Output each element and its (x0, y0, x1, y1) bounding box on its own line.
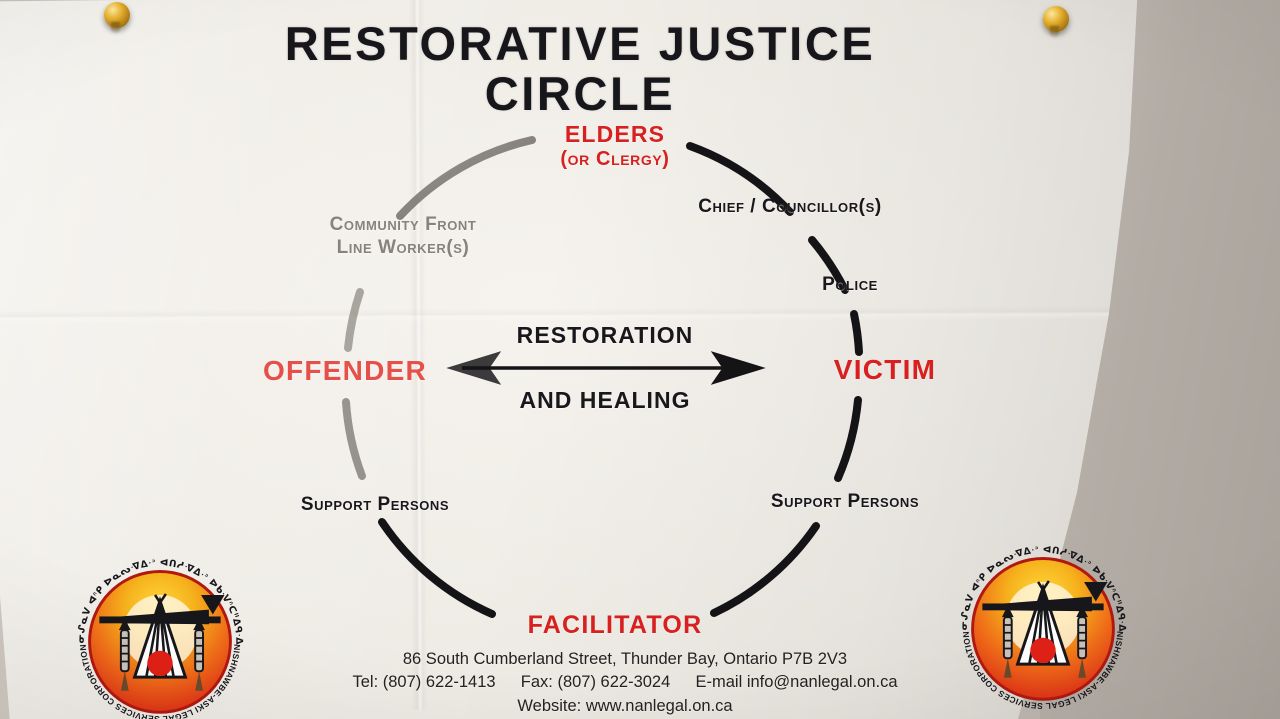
circle-label-facilitator: FACILITATOR (527, 611, 703, 639)
logo-scales-beam (99, 594, 225, 625)
circle-label-elders: ELDERS (or Clergy) (470, 121, 760, 170)
logo-feather-left (118, 618, 131, 691)
circle-label-chief-councillor: Chief / Councillor(s) (698, 196, 882, 217)
contact-info-block: 86 South Cumberland Street, Thunder Bay,… (230, 648, 1020, 718)
community-label-line-2: Line Worker(s) (336, 236, 470, 258)
logo-scales-beam (982, 581, 1108, 612)
contact-email: E-mail info@nanlegal.on.ca (695, 673, 898, 692)
elders-label-text: ELDERS (564, 121, 666, 147)
page-title-line-1: RESTORATIVE JUSTICE (284, 17, 876, 70)
center-label-restoration: RESTORATION (516, 322, 694, 348)
thumbtack-pin-top-left (104, 2, 130, 28)
circle-label-support-persons-left: Support Persons (300, 494, 450, 515)
contact-website: Website: www.nanlegal.on.ca (517, 696, 733, 715)
center-label-and-healing: AND HEALING (519, 387, 691, 413)
logo-feather-right (193, 618, 205, 691)
logo-red-sun (1030, 637, 1056, 664)
logo-pipe-bowl (201, 594, 225, 615)
logo-nan-legal-right: ᐊᓂᔑᓇᐯ ᐊᐢᑭ ᐅᓇᔓᐌᐃᐧᐣ ᐊᑎᓱᐌᐃᐧᐣ ᐅᑲᐧᐯᐢᑕᐦᐃᑫᐧᐃᐧᐣ … (945, 535, 1127, 711)
circle-label-support-persons-right: Support Persons (770, 491, 920, 512)
contact-address: 86 South Cumberland Street, Thunder Bay,… (402, 650, 848, 668)
circle-label-police: Police (822, 274, 878, 295)
contact-line-phone: Tel: (807) 622-1413 Fax: (807) 622-3024 … (230, 671, 1020, 694)
contact-tel: Tel: (807) 622-1413 (352, 673, 496, 692)
community-label-line-1: Community Front (329, 214, 477, 235)
logo-nan-legal-left: ᐊᓂᔑᓇᐯ ᐊᐢᑭ ᐅᓇᔓᐌᐃᐧᐣ ᐊᑎᓱᐌᐃᐧᐣ ᐅᑲᐧᐯᐢᑕᐦᐃᑫᐧᐃᐧᐣ … (62, 548, 244, 719)
logo-pipe-bowl (1084, 581, 1108, 602)
page-title-line-2: CIRCLE (484, 67, 676, 120)
contact-fax: Fax: (807) 622-3024 (520, 673, 671, 692)
logo-teepee (132, 593, 188, 679)
logo-red-sun (147, 650, 173, 677)
logo-feather-left (1001, 605, 1014, 678)
elders-sublabel-text: (or Clergy) (560, 147, 670, 170)
logo-teepee (1015, 580, 1071, 666)
logo-feather-right (1076, 605, 1088, 678)
circle-label-offender: OFFENDER (262, 355, 428, 386)
thumbtack-pin-top-right (1043, 6, 1069, 32)
circle-label-community-front-line-worker: Community Front Line Worker(s) (298, 214, 508, 260)
circle-label-victim: VICTIM (833, 354, 937, 385)
